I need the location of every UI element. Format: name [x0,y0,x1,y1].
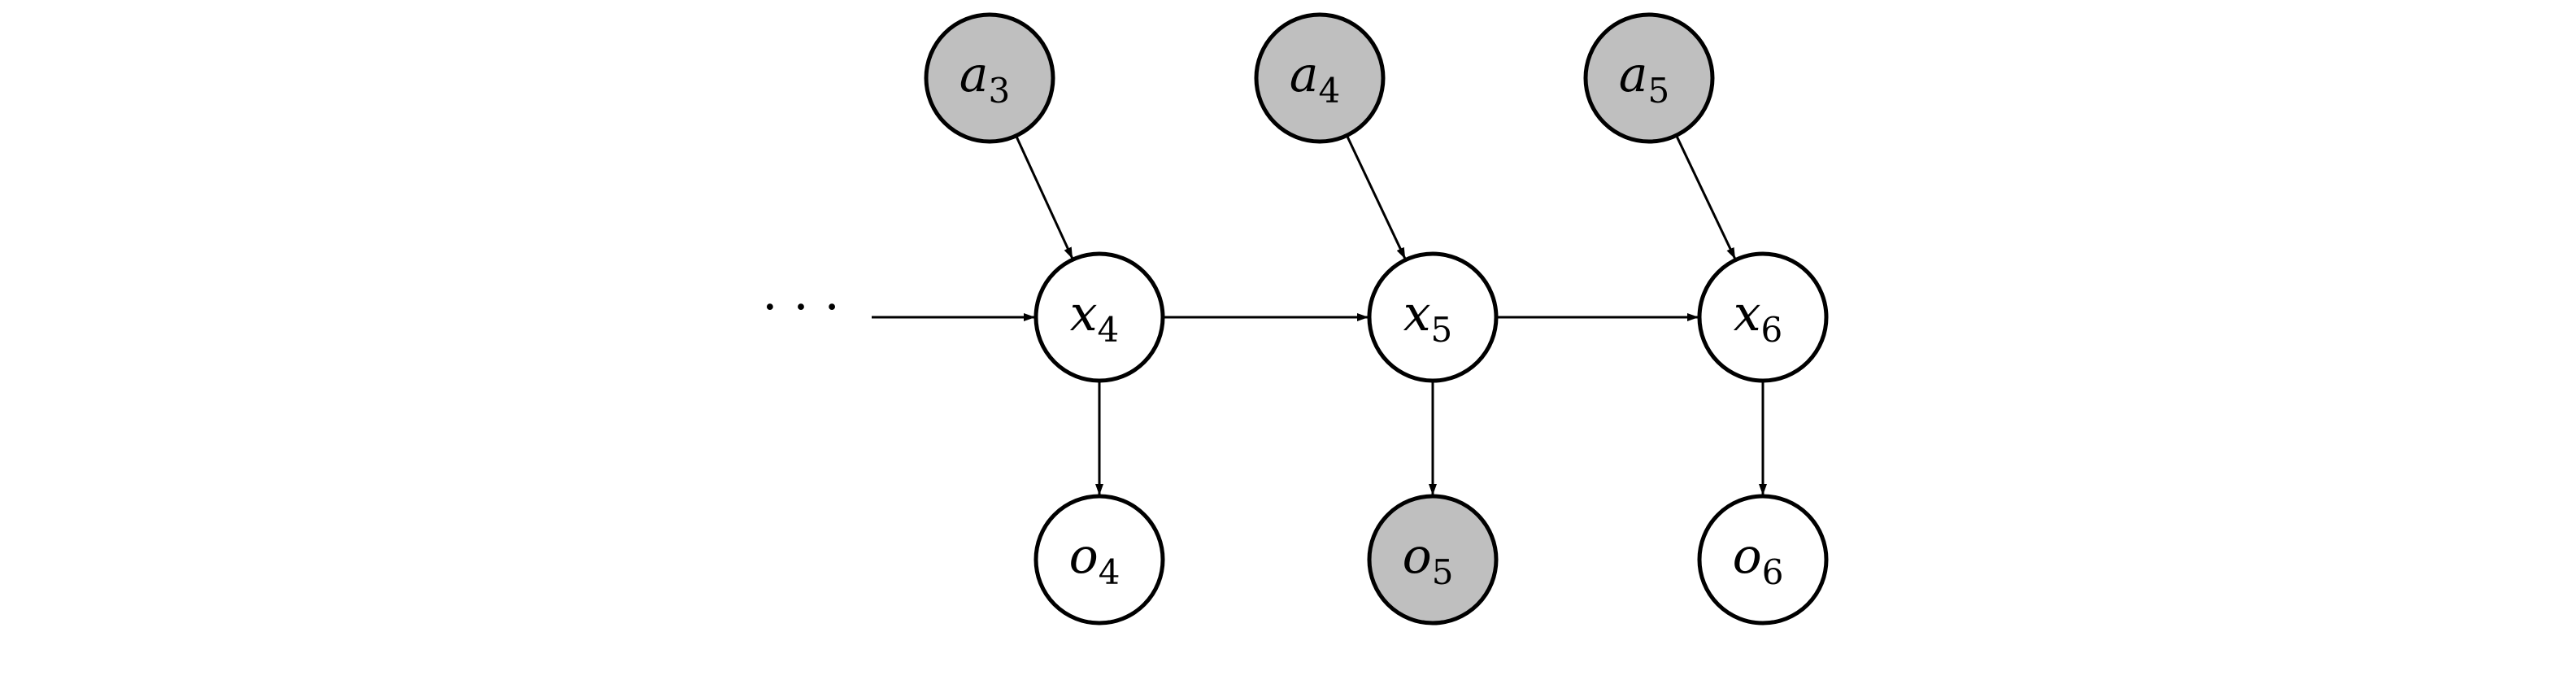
node-circle-a3 [924,12,1055,144]
node-label-o4: o4 [1069,528,1120,592]
node-subscript-a5: 5 [1648,71,1670,111]
node-symbol-x5: x [1403,286,1431,342]
node-x5: x5 [1367,251,1499,383]
node-symbol-x6: x [1734,286,1761,342]
edge-a4-to-x5 [1345,134,1407,259]
node-label-a3: a3 [959,46,1011,111]
node-circle-x6 [1697,251,1829,383]
node-circle-x5 [1367,251,1499,383]
node-symbol-a3: a [959,46,989,103]
node-a4: a4 [1254,12,1386,144]
node-subscript-x5: 5 [1431,310,1453,350]
node-label-o5: o5 [1403,528,1454,592]
node-circle-o6 [1697,494,1829,626]
node-o4: o4 [1033,494,1165,626]
node-x6: x6 [1697,251,1829,383]
node-subscript-o4: 4 [1099,552,1120,592]
node-a3: a3 [924,12,1055,144]
node-label-x4: x4 [1070,286,1120,350]
node-subscript-a4: 4 [1319,71,1341,111]
node-symbol-o4: o [1069,528,1099,585]
node-o6: o6 [1697,494,1829,626]
node-subscript-x4: 4 [1098,310,1120,350]
node-o5: o5 [1367,494,1499,626]
node-label-a4: a4 [1290,46,1341,111]
node-label-a5: a5 [1619,46,1670,111]
node-symbol-o5: o [1403,528,1432,585]
node-a5: a5 [1583,12,1715,144]
edge-a5-to-x6 [1675,134,1736,259]
node-circle-a4 [1254,12,1386,144]
node-circle-o5 [1367,494,1499,626]
node-label-x6: x6 [1734,286,1783,350]
node-subscript-o6: 6 [1762,552,1784,592]
node-symbol-a5: a [1619,46,1648,103]
node-subscript-o5: 5 [1432,552,1454,592]
node-symbol-x4: x [1070,286,1098,342]
node-symbol-a4: a [1290,46,1319,103]
node-circle-x4 [1033,251,1165,383]
node-label-x5: x5 [1403,286,1453,350]
ellipsis: · · · [762,279,839,336]
edges [872,134,1767,495]
node-symbol-o6: o [1733,528,1762,585]
edge-a3-to-x4 [1015,135,1073,259]
node-circle-a5 [1583,12,1715,144]
node-label-o6: o6 [1733,528,1784,592]
node-subscript-x6: 6 [1761,310,1783,350]
node-x4: x4 [1033,251,1165,383]
node-subscript-a3: 3 [989,71,1011,111]
node-circle-o4 [1033,494,1165,626]
